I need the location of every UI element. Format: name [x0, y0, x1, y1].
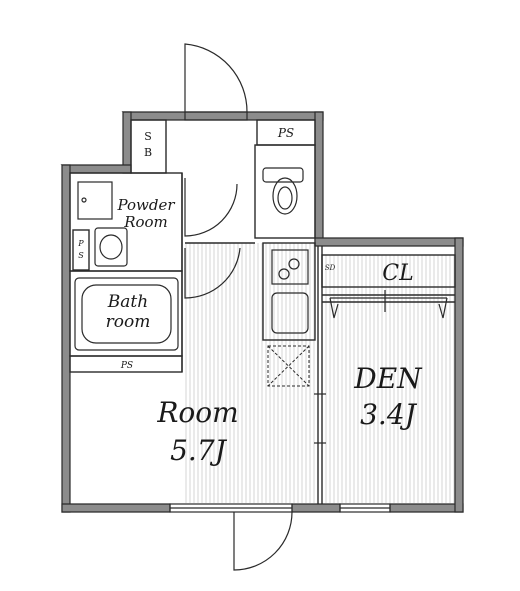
entrance-door — [184, 43, 248, 113]
bath-door — [184, 247, 241, 299]
powder-door — [184, 178, 238, 237]
windows — [169, 111, 391, 513]
ps-side-label-1: P — [77, 239, 84, 248]
powder-label-1: Powder — [116, 196, 175, 214]
room-den-name: DEN — [353, 362, 423, 395]
sd-label: SD — [325, 264, 336, 272]
sb-label-2: B — [144, 146, 152, 159]
ps-side-label-2: S — [78, 251, 84, 260]
ps-bottom-label: PS — [120, 361, 133, 371]
partition-ticks — [314, 393, 326, 444]
bath-label-2: room — [106, 312, 151, 332]
exterior-walls — [60, 111, 464, 513]
ps-top-label: PS — [277, 126, 294, 140]
closet-rod — [329, 290, 448, 319]
closet-label: CL — [382, 261, 413, 286]
toilet — [262, 167, 304, 215]
room-main-size: 5.7J — [170, 434, 228, 467]
powder-label-2: Room — [123, 213, 168, 231]
kitchen — [271, 249, 309, 334]
bath-label-1: Bath — [107, 292, 148, 312]
room-den-size: 3.4J — [360, 398, 418, 431]
sb-label-1: S — [144, 130, 152, 143]
bathtub — [74, 277, 179, 351]
room-main-name: Room — [156, 396, 238, 429]
balcony-door — [233, 511, 293, 571]
fridge-space — [267, 345, 310, 387]
powder-fixtures — [77, 181, 128, 267]
interior-walls — [69, 119, 456, 504]
floor-hatching — [185, 243, 455, 503]
doors — [184, 43, 293, 571]
